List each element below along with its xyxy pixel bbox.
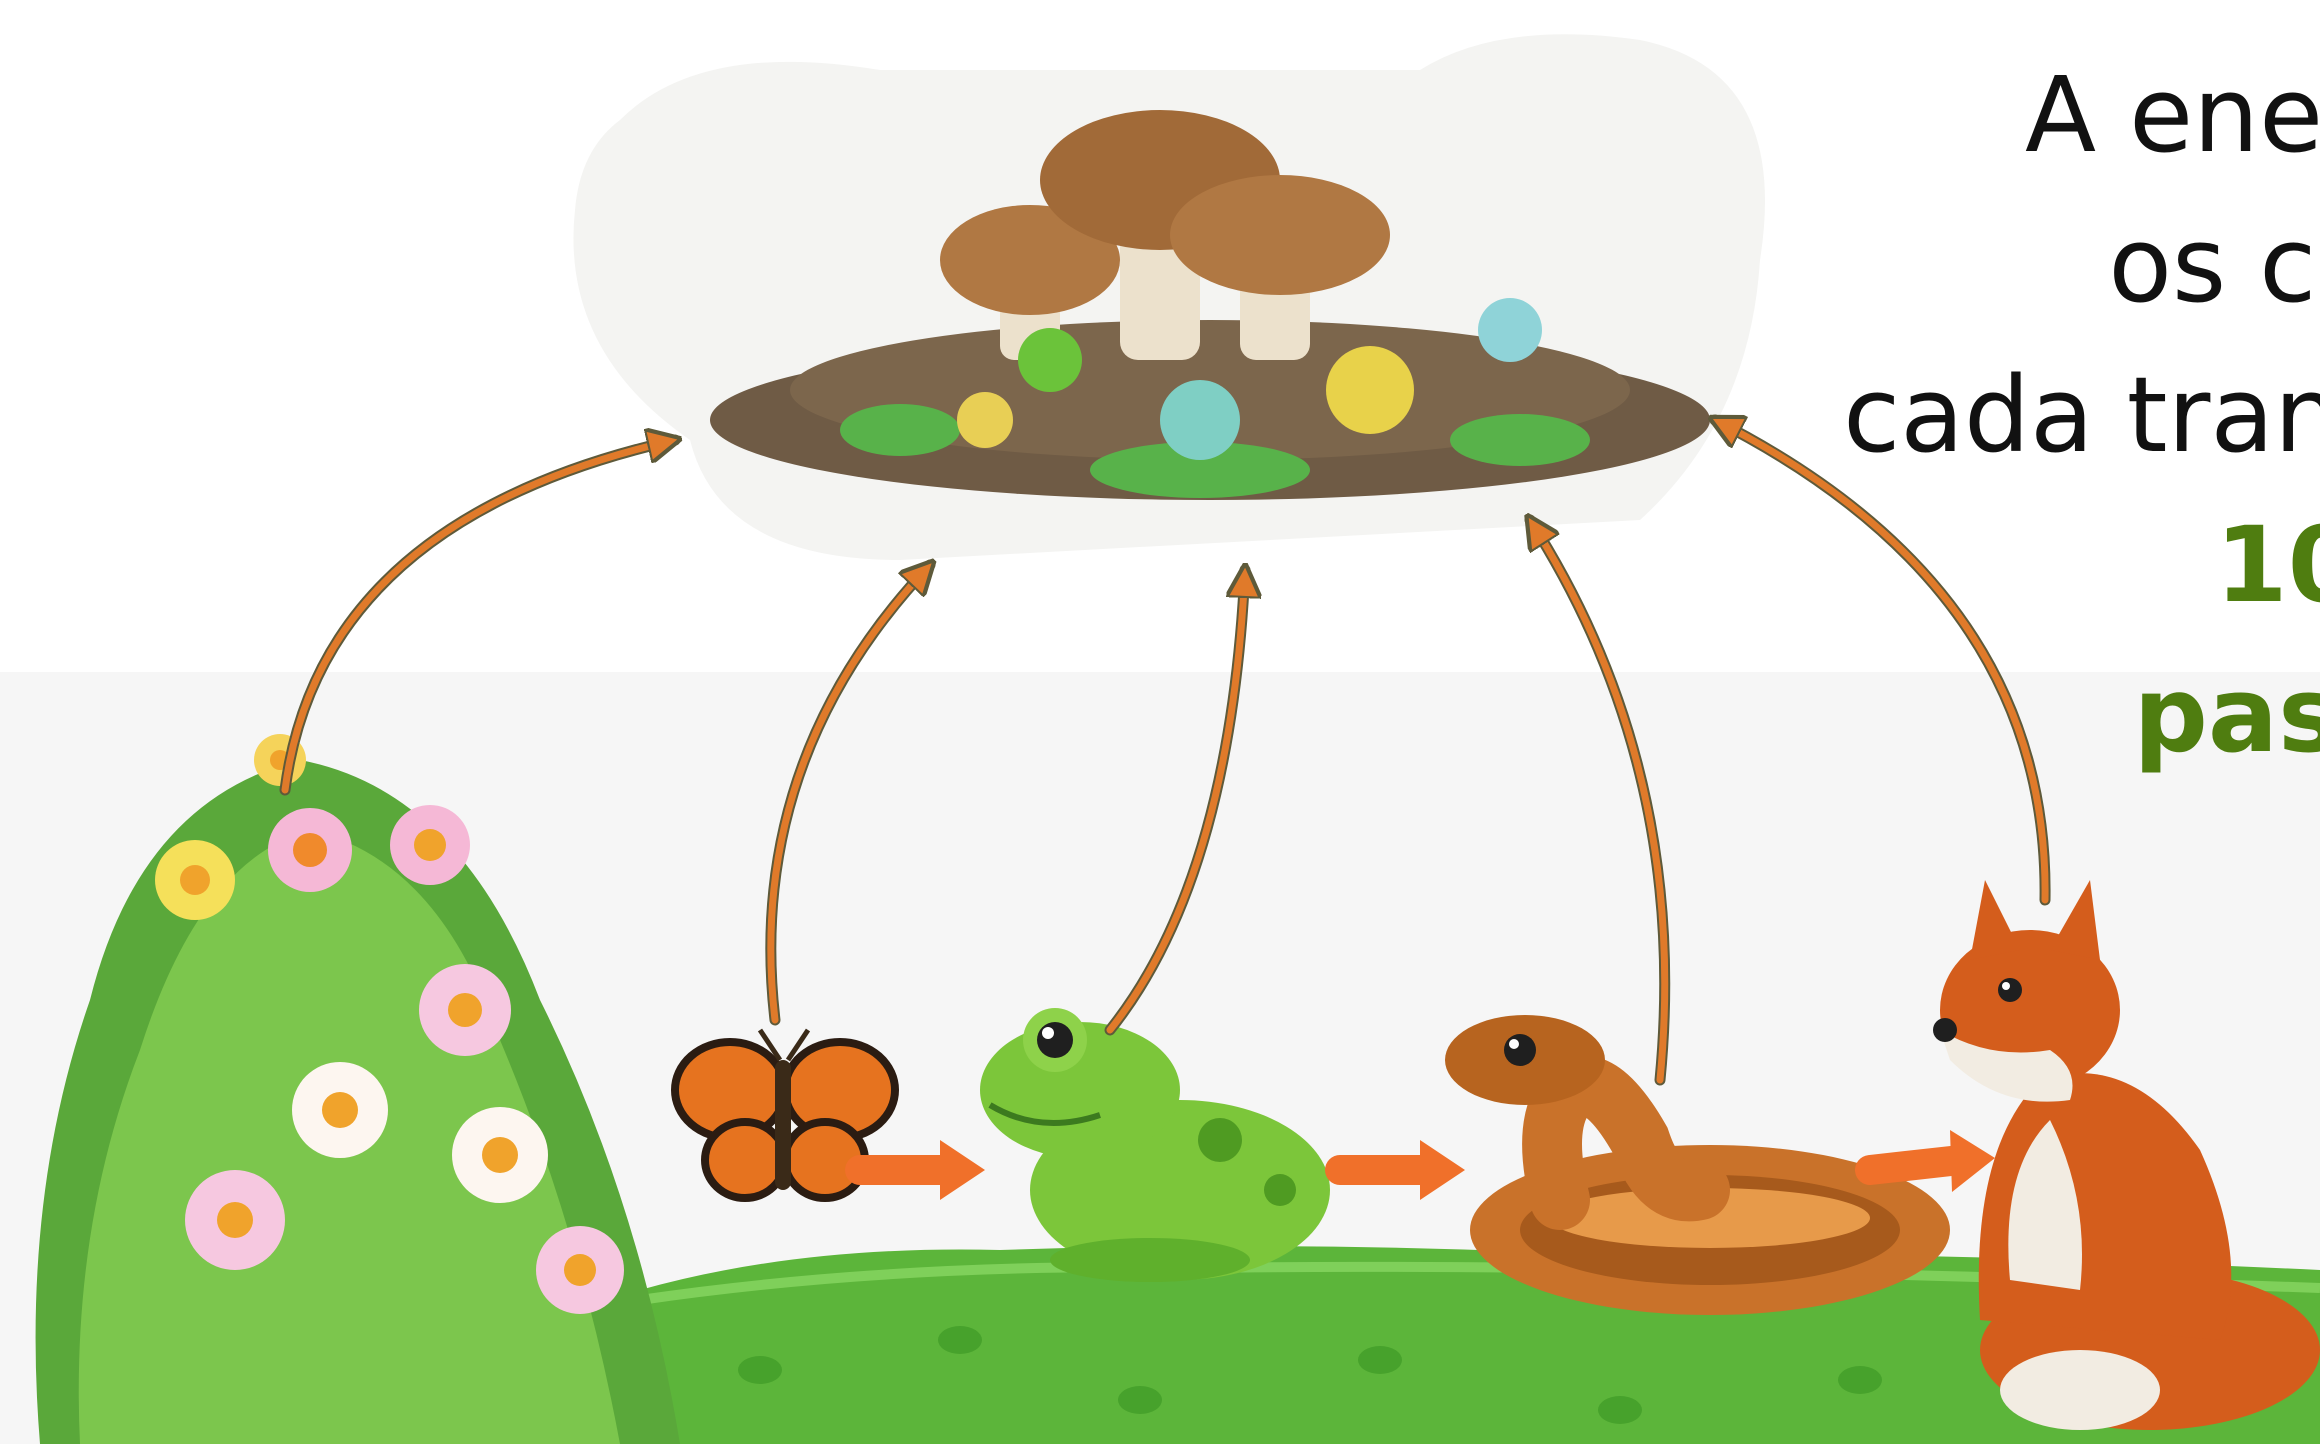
- caption-highlight-1: 10: [1420, 490, 2320, 640]
- energy-caption: A energ os co cada tran 10 pas: [1420, 40, 2320, 790]
- caption-highlight-2: pas: [1420, 640, 2320, 790]
- caption-line-3: cada tran: [1420, 340, 2320, 490]
- caption-line-1: A energ: [1420, 40, 2320, 190]
- caption-line-2: os co: [1420, 190, 2320, 340]
